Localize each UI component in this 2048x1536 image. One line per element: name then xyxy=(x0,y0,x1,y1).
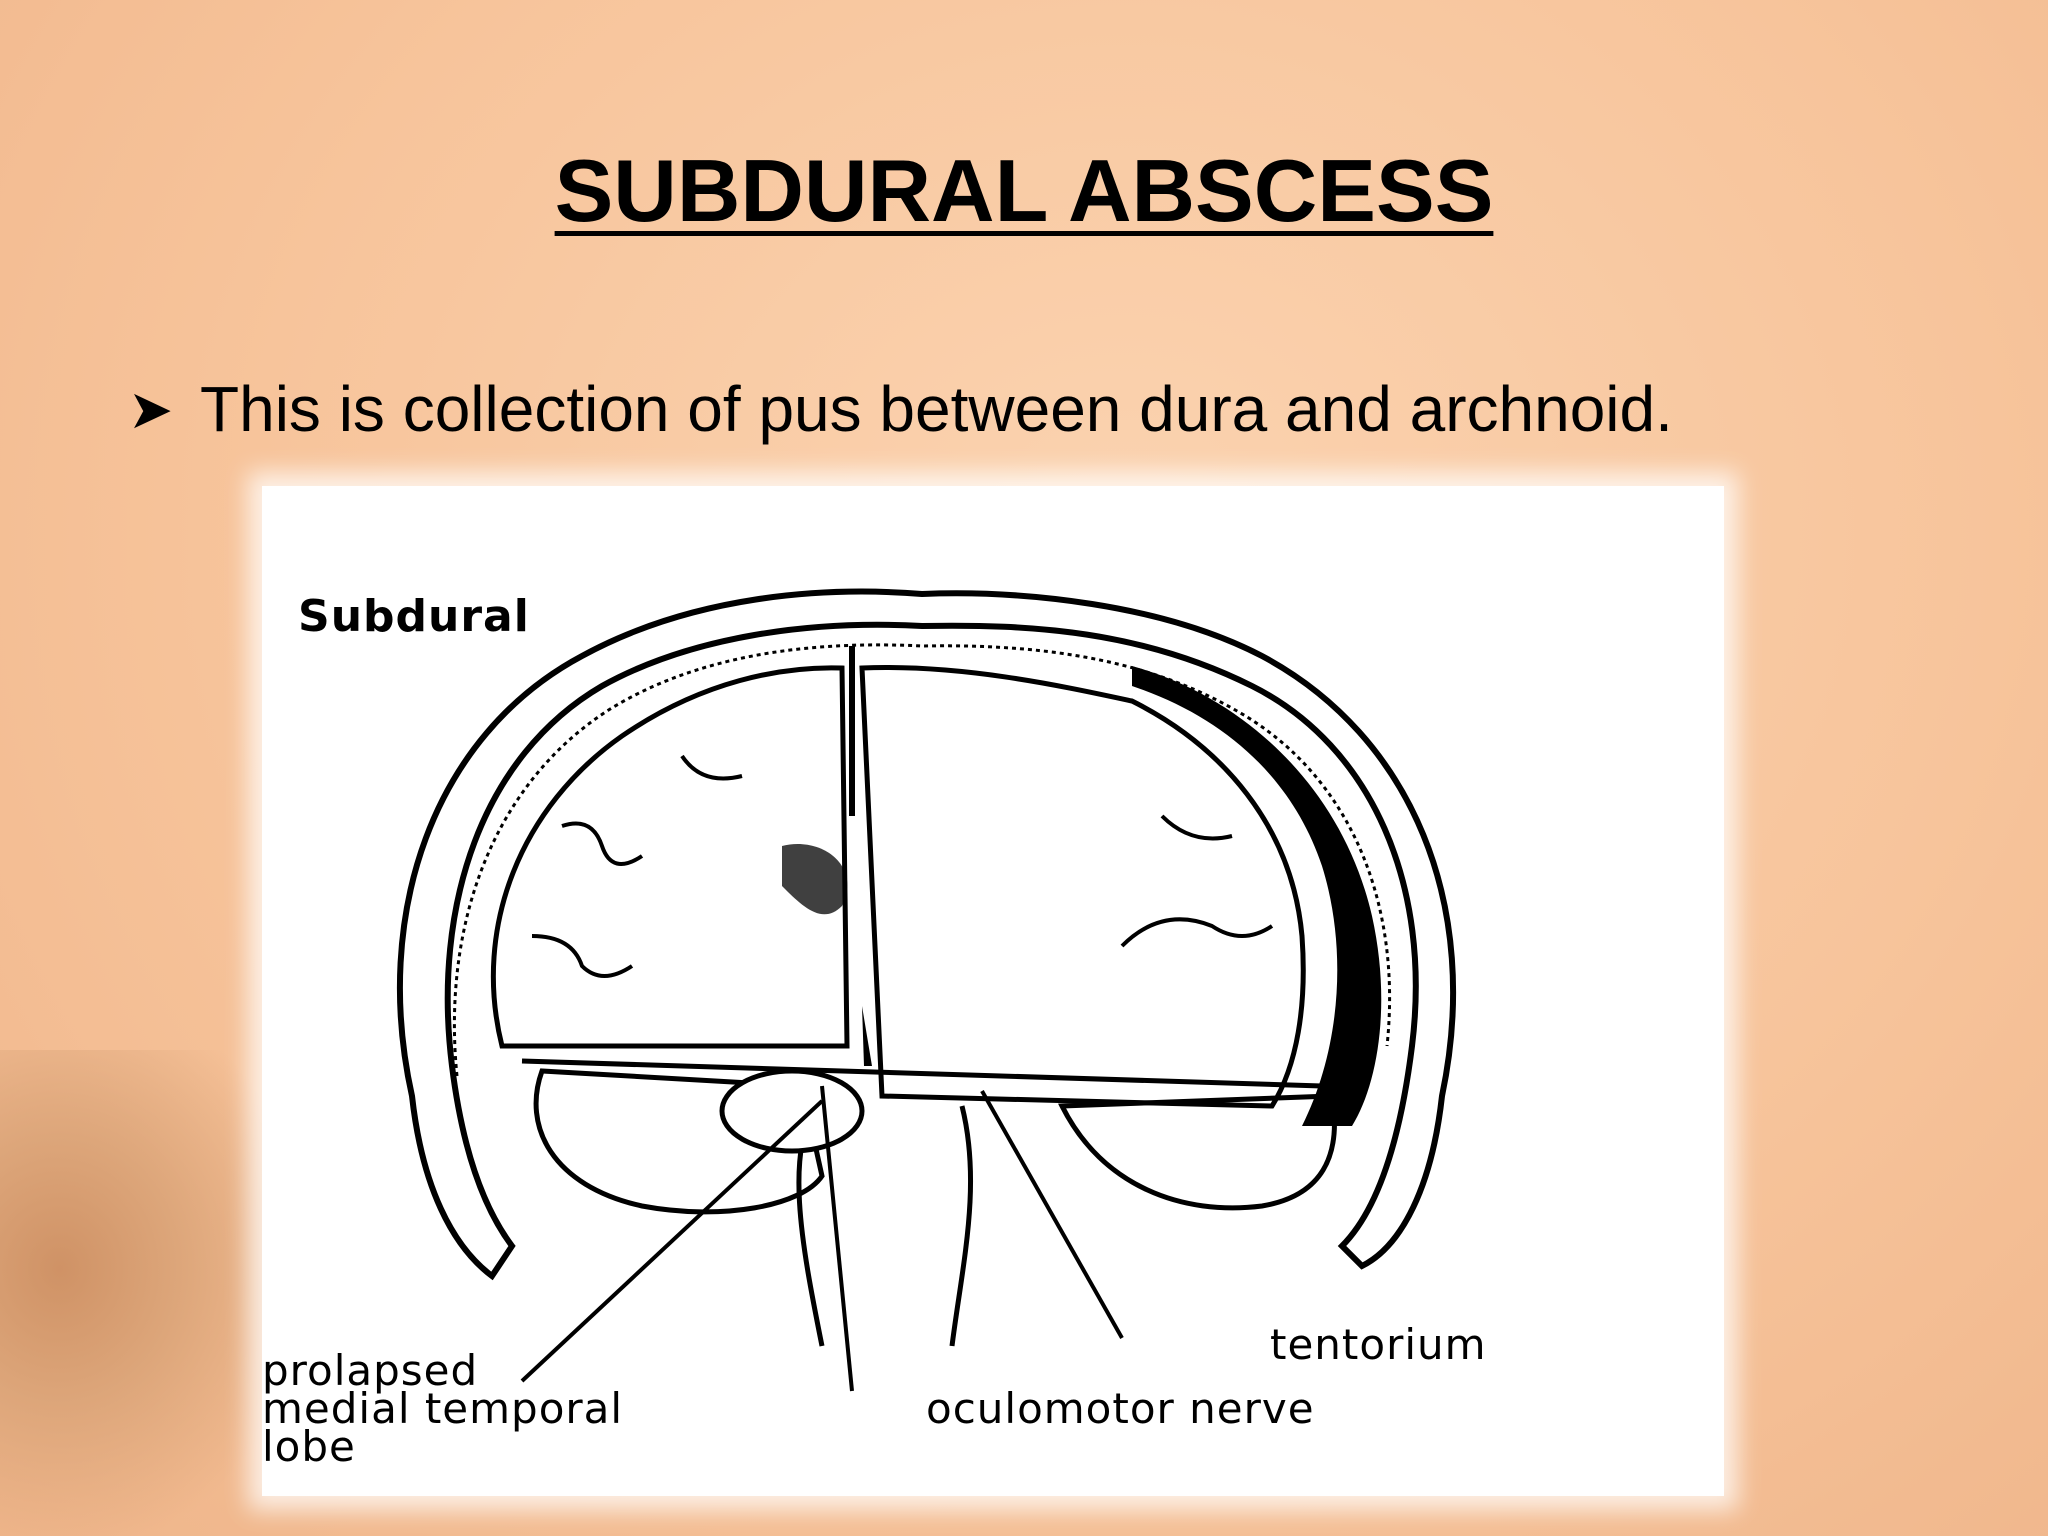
right-hemisphere xyxy=(859,665,1306,1109)
oculomotor-leader-line xyxy=(820,1085,854,1392)
figure-heading: Subdural xyxy=(298,591,530,642)
lateral-ventricle xyxy=(782,844,848,915)
third-ventricle xyxy=(862,1006,872,1066)
bullet-text: This is collection of pus between dura a… xyxy=(200,373,1673,445)
sulcus xyxy=(1120,917,1274,948)
label-tentorium: tentorium xyxy=(1270,1320,1487,1369)
left-hemisphere xyxy=(490,665,850,1049)
brain-illustration xyxy=(396,588,1456,1392)
sulcus xyxy=(531,934,634,978)
cerebellum-right xyxy=(1058,1093,1337,1211)
tentorium-leader-line xyxy=(980,1090,1124,1339)
cerebellum-left xyxy=(533,1068,825,1215)
background-person-photo xyxy=(0,1050,300,1536)
temporal-leader-line xyxy=(520,1099,824,1383)
bullet-item: ➤ This is collection of pus between dura… xyxy=(128,372,1673,446)
prolapsed-temporal-lobe xyxy=(719,1068,865,1154)
label-prolapsed: prolapsed xyxy=(262,1346,479,1395)
arrowhead-bullet-icon: ➤ xyxy=(128,379,174,440)
tentorium-line xyxy=(521,1058,1323,1089)
brain-diagram: Subdural prolapsed medial temporal lobe … xyxy=(262,486,1724,1496)
sulcus xyxy=(680,754,743,781)
label-oculomotor-nerve: oculomotor nerve xyxy=(926,1384,1315,1433)
label-lobe: lobe xyxy=(262,1422,356,1471)
dura-layer xyxy=(452,643,1392,1077)
sulcus xyxy=(1160,814,1233,841)
subdural-collection xyxy=(1132,666,1382,1126)
sulcus xyxy=(561,821,644,866)
slide-title: SUBDURAL ABSCESS xyxy=(554,141,1494,240)
skull-outline xyxy=(396,588,1456,1281)
label-medial-temporal: medial temporal xyxy=(262,1384,624,1433)
